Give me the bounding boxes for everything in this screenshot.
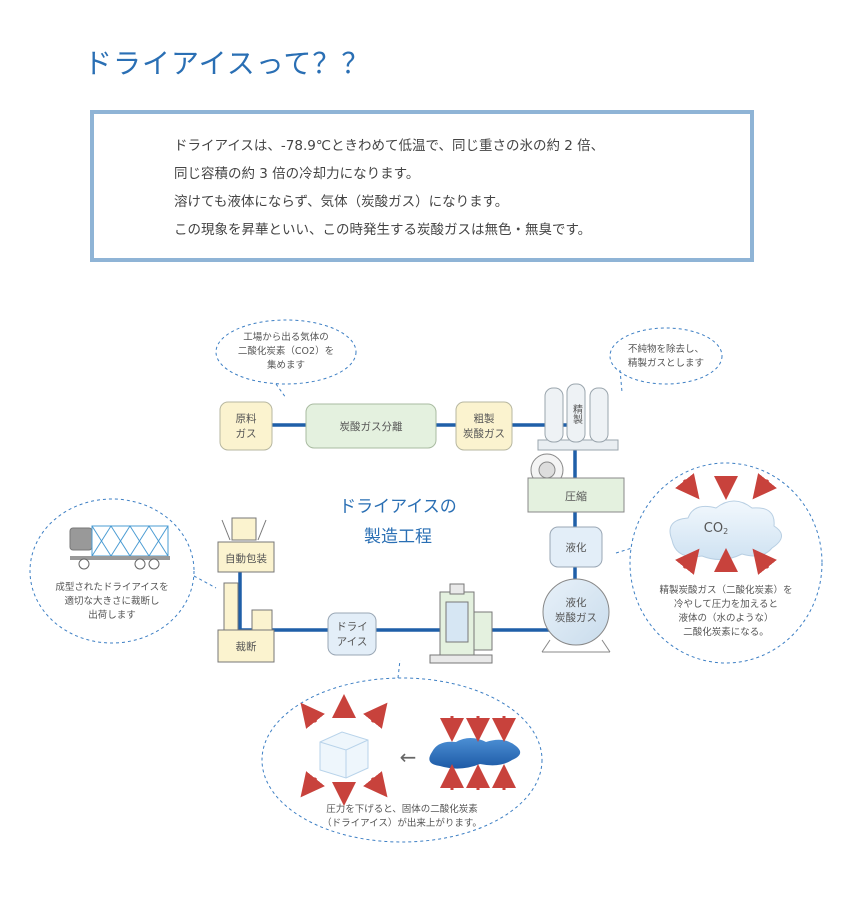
truck-icon: [69, 525, 170, 570]
node-purify-label: 精製: [571, 403, 583, 425]
bubble-factory-gas-line-2: 二酸化炭素（CO2）を: [238, 345, 334, 357]
node-crude-gas-label-1: 粗製: [474, 412, 495, 425]
page-title: ドライアイスって？？: [84, 47, 371, 80]
bubble-purification-line-2: 精製ガスとします: [628, 357, 704, 369]
node-liquefy: 液化: [549, 526, 603, 568]
intro-line: ドライアイスは、-78.9℃ときわめて低温で、同じ重さの氷の約 2 倍、: [174, 138, 605, 154]
node-compress: 圧縮: [527, 453, 625, 513]
bubble-purification-line-1: 不純物を除去し、: [628, 343, 704, 355]
center-title-line-1: ドライアイスの: [339, 497, 457, 517]
center-title-line-2: 製造工程: [364, 527, 432, 547]
inward-arrows-icon: [440, 716, 516, 790]
node-separation: 炭酸ガス分離: [305, 403, 437, 449]
bubble-cutting-note: 成型されたドライアイスを 適切な大きさに裁断し 出荷します: [29, 498, 217, 644]
node-cutting: 裁断: [217, 582, 275, 663]
bubble-liquefaction: CO2 精製炭酸ガス（二酸化炭素）を 冷やして圧力を加えると 液体の（水のような…: [615, 462, 823, 664]
bubble-pressure-note: ← 圧力を下げると、固体の二酸化炭素 （ドライアイス）が出来上がります。: [261, 659, 543, 843]
node-liquefy-label: 液化: [566, 541, 587, 554]
node-raw-gas-label-1: 原料: [236, 412, 257, 425]
dry-ice-cube-icon: [319, 731, 369, 779]
node-auto-pack-label: 自動包装: [225, 552, 267, 565]
node-cutting-label: 裁断: [236, 640, 257, 653]
transform-arrow-icon: ←: [400, 745, 417, 769]
pressure-arrows-icon: [675, 473, 777, 575]
co2-label: CO2: [704, 521, 728, 536]
bubble-factory-gas-line-1: 工場から出る気体の: [243, 331, 329, 343]
bubble-cutting-note-line-2: 適切な大きさに裁断し: [64, 595, 159, 607]
bubble-cutting-note-line-1: 成型されたドライアイスを: [55, 581, 168, 593]
node-separation-label: 炭酸ガス分離: [340, 420, 403, 433]
bubble-liquefaction-line-3: 液体の（水のような）: [678, 612, 773, 624]
bubble-cutting-note-line-3: 出荷します: [88, 609, 136, 621]
node-dry-ice-label-2: アイス: [337, 636, 368, 648]
liquid-co2-icon: [429, 738, 521, 769]
node-raw-gas: 原料 ガス: [219, 401, 273, 451]
node-liquid-tank: 液化 炭酸ガス: [541, 578, 611, 653]
intro-box: ドライアイスは、-78.9℃ときわめて低温で、同じ重さの氷の約 2 倍、 同じ容…: [90, 110, 754, 262]
intro-line: 溶けても液体にならず、気体（炭酸ガス）になります。: [174, 194, 509, 210]
press-machine-icon: [429, 583, 493, 664]
outward-arrows-icon: [300, 694, 388, 806]
intro-line: 同じ容積の約 3 倍の冷却力になります。: [174, 166, 420, 182]
node-dry-ice: ドライ アイス: [327, 612, 377, 656]
node-crude-gas-label-2: 炭酸ガス: [463, 427, 505, 440]
bubble-liquefaction-line-1: 精製炭酸ガス（二酸化炭素）を: [659, 584, 792, 596]
bubble-purification: 不純物を除去し、 精製ガスとします: [609, 327, 723, 393]
node-crude-gas: 粗製 炭酸ガス: [455, 401, 513, 451]
node-compress-label: 圧縮: [565, 489, 587, 503]
node-liquid-tank-label-1: 液化: [566, 596, 587, 609]
intro-line: この現象を昇華といい、この時発生する炭酸ガスは無色・無臭です。: [174, 222, 592, 238]
bubble-pressure-note-line-1: 圧力を下げると、固体の二酸化炭素: [326, 803, 478, 815]
node-raw-gas-label-2: ガス: [236, 428, 257, 440]
bubble-liquefaction-line-2: 冷やして圧力を加えると: [674, 598, 778, 610]
node-liquid-tank-label-2: 炭酸ガス: [555, 611, 597, 624]
bubble-factory-gas: 工場から出る気体の 二酸化炭素（CO2）を 集めます: [215, 319, 357, 399]
bubble-liquefaction-line-4: 二酸化炭素になる。: [683, 626, 769, 638]
bubble-factory-gas-line-3: 集めます: [267, 359, 305, 371]
co2-cloud-icon: [669, 500, 782, 560]
node-dry-ice-label-1: ドライ: [336, 621, 368, 633]
bubble-pressure-note-line-2: （ドライアイス）が出来上がります。: [322, 817, 482, 829]
node-purify: 精製: [537, 383, 619, 451]
node-auto-pack: 自動包装: [217, 517, 275, 573]
